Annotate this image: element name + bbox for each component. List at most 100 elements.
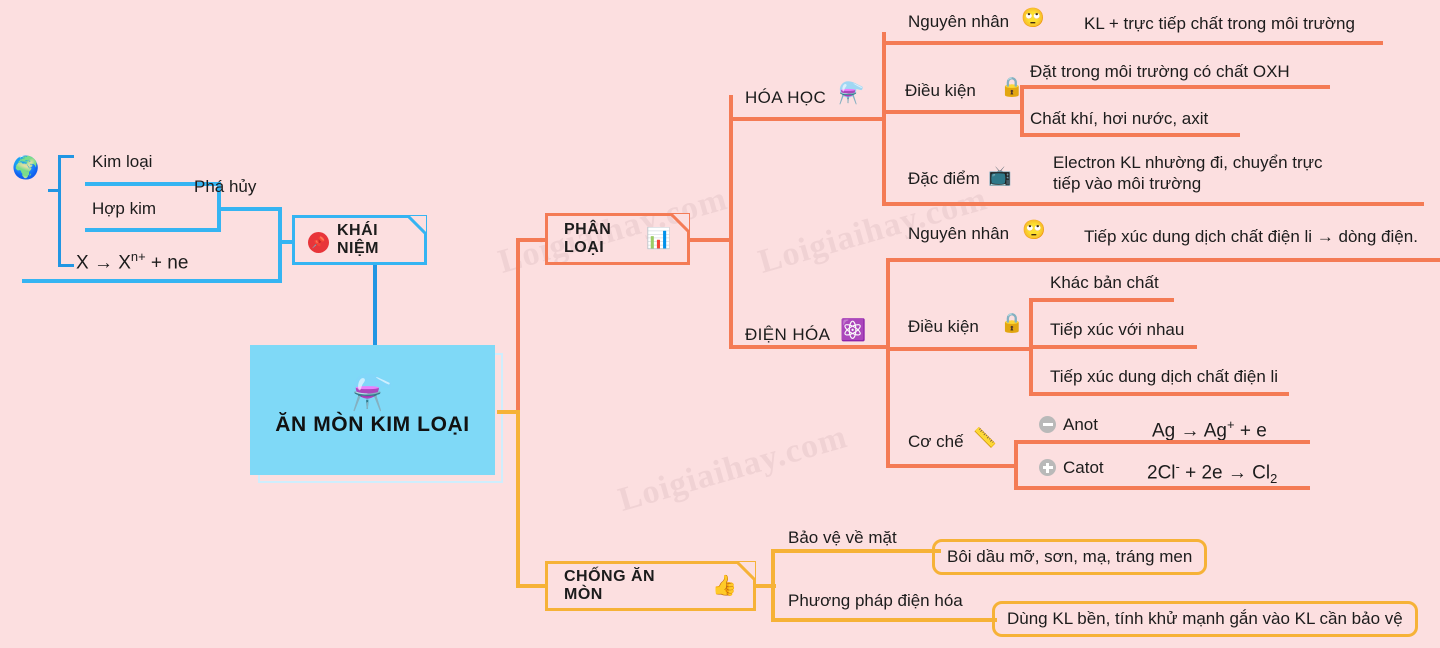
co-che-underline <box>886 464 1017 468</box>
anot-equation-superscript: + <box>1227 417 1235 432</box>
folded-corner-icon <box>671 214 689 232</box>
dieu-kien-value-underline <box>1029 298 1174 302</box>
lock-icon: 🔒 <box>1000 77 1024 98</box>
bracket-bottom <box>58 264 74 267</box>
catot-equation-prefix: 2Cl <box>1147 462 1176 484</box>
khai-niem-to-main <box>373 265 377 347</box>
dac-diem-label: Đặc điểm <box>908 169 980 188</box>
chong-an-mon-spine <box>771 549 775 621</box>
anot-underline <box>1014 440 1310 444</box>
chong-an-mon-label: CHỐNG ĂN MÒN <box>564 568 656 603</box>
dieu-kien-sub-spine <box>1020 85 1024 137</box>
catot-equation-mid: + 2e → Cl <box>1179 462 1271 484</box>
bracket-vertical <box>58 155 61 267</box>
kim-loai-underline <box>85 182 220 186</box>
nguyen-nhan-label: Nguyên nhân <box>908 12 1010 31</box>
phan-loai-card[interactable]: PHÂN LOẠI 📊 <box>545 213 690 265</box>
anot-label: Anot <box>1063 415 1098 434</box>
trunk-down-arm <box>516 584 546 588</box>
co-che-label: Cơ chế <box>908 432 964 451</box>
nguyen-nhan-label: Nguyên nhân <box>908 224 1010 243</box>
bracket-stem <box>48 189 60 192</box>
atom-icon: ⚛️ <box>840 319 867 342</box>
dieu-kien-underline <box>882 110 1023 114</box>
hoa-hoc-label: HÓA HỌC <box>745 88 827 107</box>
equation-prefix: X → X <box>76 252 131 274</box>
catot-equation-superscript: - <box>1175 459 1180 474</box>
trunk-up <box>516 238 520 412</box>
equation-suffix: + ne <box>145 252 189 274</box>
bracket-top <box>58 155 74 158</box>
hoa-hoc-spine <box>882 32 886 205</box>
anot-equation-prefix: Ag → Ag <box>1152 420 1227 442</box>
dieu-kien-value-underline <box>1020 85 1330 89</box>
phan-loai-out <box>688 238 732 242</box>
equation-label: X → Xn+ + ne <box>76 246 188 273</box>
dieu-kien-underline <box>886 347 1032 351</box>
dieu-kien-value: Tiếp xúc với nhau <box>1050 320 1185 339</box>
nguyen-nhan-value: Tiếp xúc dung dịch chất điện li → dòng đ… <box>1084 227 1418 246</box>
hop-kim-label: Hợp kim <box>92 199 157 218</box>
central-node[interactable]: ⚗️ ĂN MÒN KIM LOẠI <box>250 345 495 475</box>
dac-diem-value: Electron KL nhường đi, chuyển trực tiếp … <box>1053 153 1323 193</box>
dieu-kien-value: Khác bản chất <box>1050 273 1159 292</box>
phuong-phap-dien-hoa-value[interactable]: Dùng KL bền, tính khử mạnh gắn vào KL cầ… <box>992 601 1418 637</box>
trunk-up-arm <box>516 238 546 242</box>
watermark: Loigiaihay.com <box>614 418 852 519</box>
minus-badge <box>1039 416 1056 433</box>
dieu-kien-value-underline <box>1020 133 1240 137</box>
equation-underline <box>22 279 282 283</box>
nguyen-nhan-underline <box>882 41 1383 45</box>
khai-niem-card[interactable]: 📌 KHÁI NIỆM <box>292 215 427 265</box>
pha-huy-down <box>278 207 282 240</box>
kim-loai-label: Kim loại <box>92 152 153 171</box>
catot-equation: 2Cl- + 2e → Cl2 <box>1147 456 1277 489</box>
pha-huy-label: Phá hủy <box>194 177 257 196</box>
khai-niem-stub <box>278 240 294 244</box>
ruler-pencil-icon: 📏 <box>973 428 997 449</box>
bar-chart-icon: 📊 <box>646 228 671 250</box>
folded-corner-icon <box>408 216 426 234</box>
thinking-face-icon: 🙄 <box>1022 220 1046 241</box>
equation-superscript: n+ <box>130 249 146 264</box>
dieu-kien-value-underline <box>1029 345 1197 349</box>
dien-hoa-label: ĐIỆN HÓA <box>745 325 831 344</box>
bao-ve-ve-mat-label: Bảo vệ về mặt <box>788 528 897 547</box>
bao-ve-ve-mat-value[interactable]: Bôi dầu mỡ, sơn, mạ, tráng men <box>932 539 1208 575</box>
phuong-phap-dien-hoa-label: Phương pháp điện hóa <box>788 591 963 610</box>
nguyen-nhan-underline <box>886 258 1440 262</box>
trunk-stub <box>497 410 519 414</box>
chong-an-mon-card[interactable]: CHỐNG ĂN MÒN 👍 <box>545 561 756 611</box>
dieu-kien-label: Điều kiện <box>908 317 979 336</box>
catot-equation-subscript: 2 <box>1270 471 1278 487</box>
hop-kim-underline <box>85 228 220 232</box>
globe-icon: 🌍 <box>12 155 40 180</box>
equation-up <box>278 240 282 282</box>
dien-hoa-underline <box>729 345 889 349</box>
nguyen-nhan-value: KL + trực tiếp chất trong môi trường <box>1084 14 1355 33</box>
phuong-phap-dien-hoa-underline <box>771 618 997 622</box>
pin-icon: 📌 <box>308 232 329 253</box>
lock-icon: 🔒 <box>1000 313 1024 334</box>
dieu-kien-label: Điều kiện <box>905 81 976 100</box>
plus-badge <box>1039 459 1056 476</box>
dac-diem-underline <box>882 202 1424 206</box>
central-node-label: ĂN MÒN KIM LOẠI <box>275 413 470 436</box>
dieu-kien-value: Tiếp xúc dung dịch chất điện li <box>1050 367 1279 386</box>
dien-hoa-spine <box>886 258 890 466</box>
dieu-kien-value: Chất khí, hơi nước, axit <box>1030 109 1209 128</box>
phan-loai-spine <box>729 95 733 345</box>
trunk-down <box>516 410 520 587</box>
dieu-kien-value: Đặt trong môi trường có chất OXH <box>1030 62 1290 81</box>
khai-niem-label: KHÁI NIỆM <box>337 222 379 257</box>
anot-equation: Ag → Ag+ + e <box>1152 414 1267 441</box>
flask-icon: ⚗️ <box>838 82 865 105</box>
phan-loai-label: PHÂN LOẠI <box>564 221 612 256</box>
chong-an-mon-out <box>754 584 776 588</box>
hoa-hoc-underline <box>729 117 885 121</box>
catot-underline <box>1014 486 1310 490</box>
dieu-kien-value-underline <box>1029 392 1289 396</box>
thumbs-up-icon: 👍 <box>712 575 737 597</box>
thinking-face-icon: 🙄 <box>1021 8 1045 29</box>
